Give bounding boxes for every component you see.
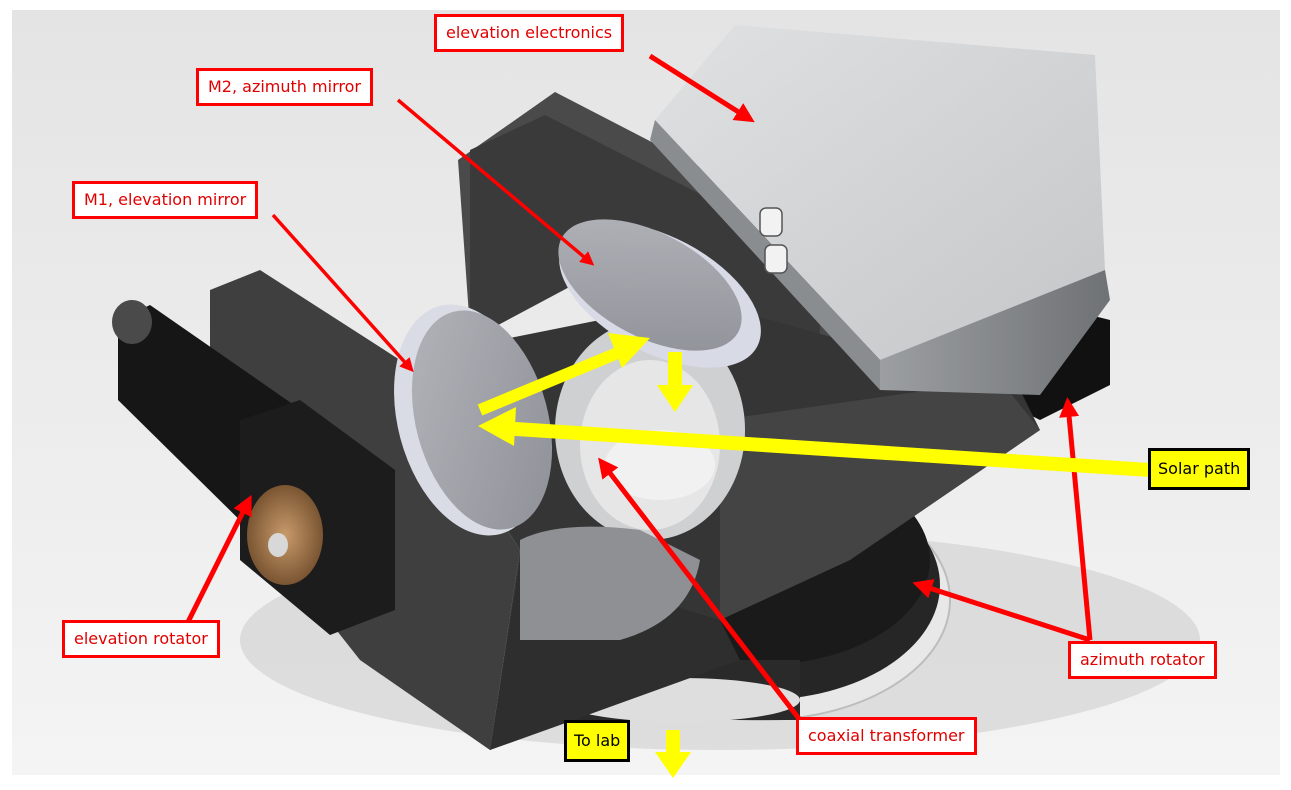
electronics-box-top — [655, 25, 1105, 360]
label-elevation-electronics: elevation electronics — [434, 14, 625, 52]
label-to-lab: To lab — [564, 720, 631, 762]
beam-m1-to-m2-head — [608, 333, 650, 368]
pointer-elevation-electronics — [648, 53, 755, 123]
transformer-hole — [605, 430, 715, 500]
label-azimuth-rotator: azimuth rotator — [1068, 641, 1217, 679]
lower-cutout — [520, 526, 700, 640]
label-solar-path: Solar path — [1148, 448, 1251, 490]
label-coaxial-transformer: coaxial transformer — [796, 717, 977, 755]
beam-to-lab-head — [655, 752, 691, 778]
m1-mirror-face — [411, 310, 553, 530]
label-m1-elevation-mirror: M1, elevation mirror — [72, 181, 259, 219]
pointer-elevation-rotator — [185, 494, 252, 624]
elevation-flange-hub — [268, 533, 288, 557]
beam-solar-head — [478, 407, 516, 446]
pointer-m2 — [396, 98, 595, 266]
electronics-box-side — [880, 270, 1110, 395]
label-m2-azimuth-mirror: M2, azimuth mirror — [196, 68, 373, 106]
connector-1 — [759, 207, 783, 237]
label-elevation-rotator: elevation rotator — [62, 620, 220, 658]
pointer-azimuth-rotator-1 — [912, 579, 1091, 643]
connector-2 — [764, 244, 788, 274]
pointer-coaxial-transformer — [598, 457, 802, 722]
beam-m1-to-m2 — [477, 346, 623, 416]
elevation-flange — [247, 485, 323, 585]
m2-mirror-face — [558, 219, 742, 351]
beam-solar-incoming — [499, 421, 1151, 477]
pointer-azimuth-rotator-2 — [1059, 397, 1093, 641]
beam-m2-down-head — [657, 385, 693, 412]
housing-right-face — [720, 380, 1040, 620]
elevation-motor-cap — [112, 300, 152, 344]
pointer-m1 — [271, 213, 414, 373]
